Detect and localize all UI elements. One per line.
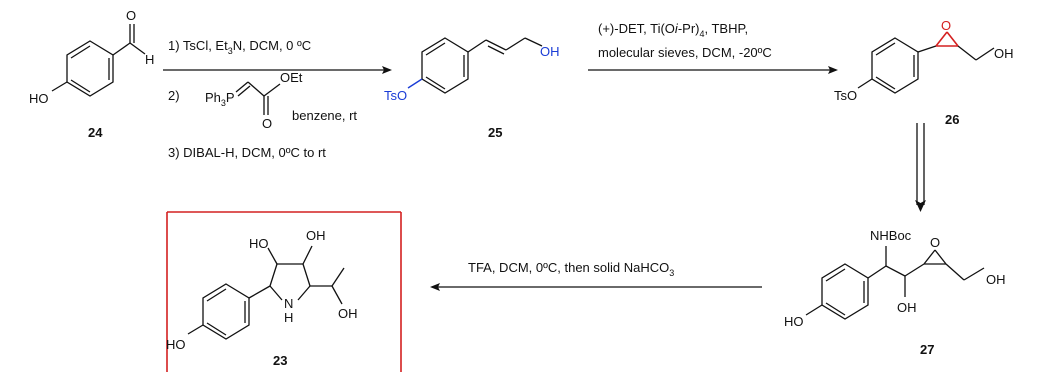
- atom-HO-23: HO: [166, 337, 186, 352]
- compound-23-structure: HO N H HO OH OH: [166, 228, 358, 352]
- atom-OH-23a: OH: [306, 228, 326, 243]
- atom-O-epoxide-27: O: [930, 235, 940, 250]
- compound-26-structure: TsO O OH: [834, 18, 1014, 103]
- atom-OH-25: OH: [540, 44, 560, 59]
- multistep-arrow-down: [915, 123, 926, 212]
- atom-O-epoxide-26: O: [941, 18, 951, 33]
- compound-label-23: 23: [273, 353, 287, 368]
- step-2-solvent: benzene, rt: [292, 108, 357, 123]
- reaction-arrow-4: [430, 283, 762, 291]
- atom-NHBoc: NHBoc: [870, 228, 912, 243]
- atom-OH-23b: OH: [338, 306, 358, 321]
- atom-OH-26: OH: [994, 46, 1014, 61]
- wittig-ylide-structure: 2) Ph3P OEt O benzene, rt: [168, 70, 357, 131]
- step-1-reagents: 1) TsCl, Et3N, DCM, 0 ºC: [168, 38, 311, 56]
- atom-OEt: OEt: [280, 70, 303, 85]
- atom-HO-23b: HO: [249, 236, 269, 251]
- step-3-reagents: 3) DIBAL-H, DCM, 0ºC to rt: [168, 145, 326, 160]
- reaction-arrow-2: [588, 66, 838, 74]
- step-deprotection-reagents: TFA, DCM, 0ºC, then solid NaHCO3: [468, 260, 674, 278]
- compound-label-26: 26: [945, 112, 959, 127]
- reaction-arrow-1: [163, 66, 392, 74]
- atom-Ph3P: Ph3P: [205, 90, 235, 108]
- compound-25-structure: TsO OH: [384, 37, 560, 103]
- compound-label-24: 24: [88, 125, 103, 140]
- compound-27-structure: HO NHBoc OH O OH: [784, 228, 1006, 329]
- atom-O-aldehyde: O: [126, 8, 136, 23]
- atom-HO-27: HO: [784, 314, 804, 329]
- compound-24-structure: O H HO: [29, 8, 154, 106]
- highlight-box-23: [166, 211, 402, 372]
- step-sharpless-reagents-2: molecular sieves, DCM, -20ºC: [598, 45, 772, 60]
- atom-H-aldehyde: H: [145, 52, 154, 67]
- compound-label-27: 27: [920, 342, 934, 357]
- step-2-number: 2): [168, 88, 180, 103]
- atom-N-23: N: [284, 296, 293, 311]
- atom-TsO-26: TsO: [834, 88, 857, 103]
- compound-label-25: 25: [488, 125, 502, 140]
- step-sharpless-reagents-1: (+)-DET, Ti(Oi-Pr)4, TBHP,: [598, 21, 748, 39]
- atom-HO-24: HO: [29, 91, 49, 106]
- atom-O-carbonyl: O: [262, 116, 272, 131]
- atom-OH-27b: OH: [986, 272, 1006, 287]
- atom-TsO-25: TsO: [384, 88, 407, 103]
- atom-NH-H-23: H: [284, 310, 293, 325]
- atom-OH-27a: OH: [897, 300, 917, 315]
